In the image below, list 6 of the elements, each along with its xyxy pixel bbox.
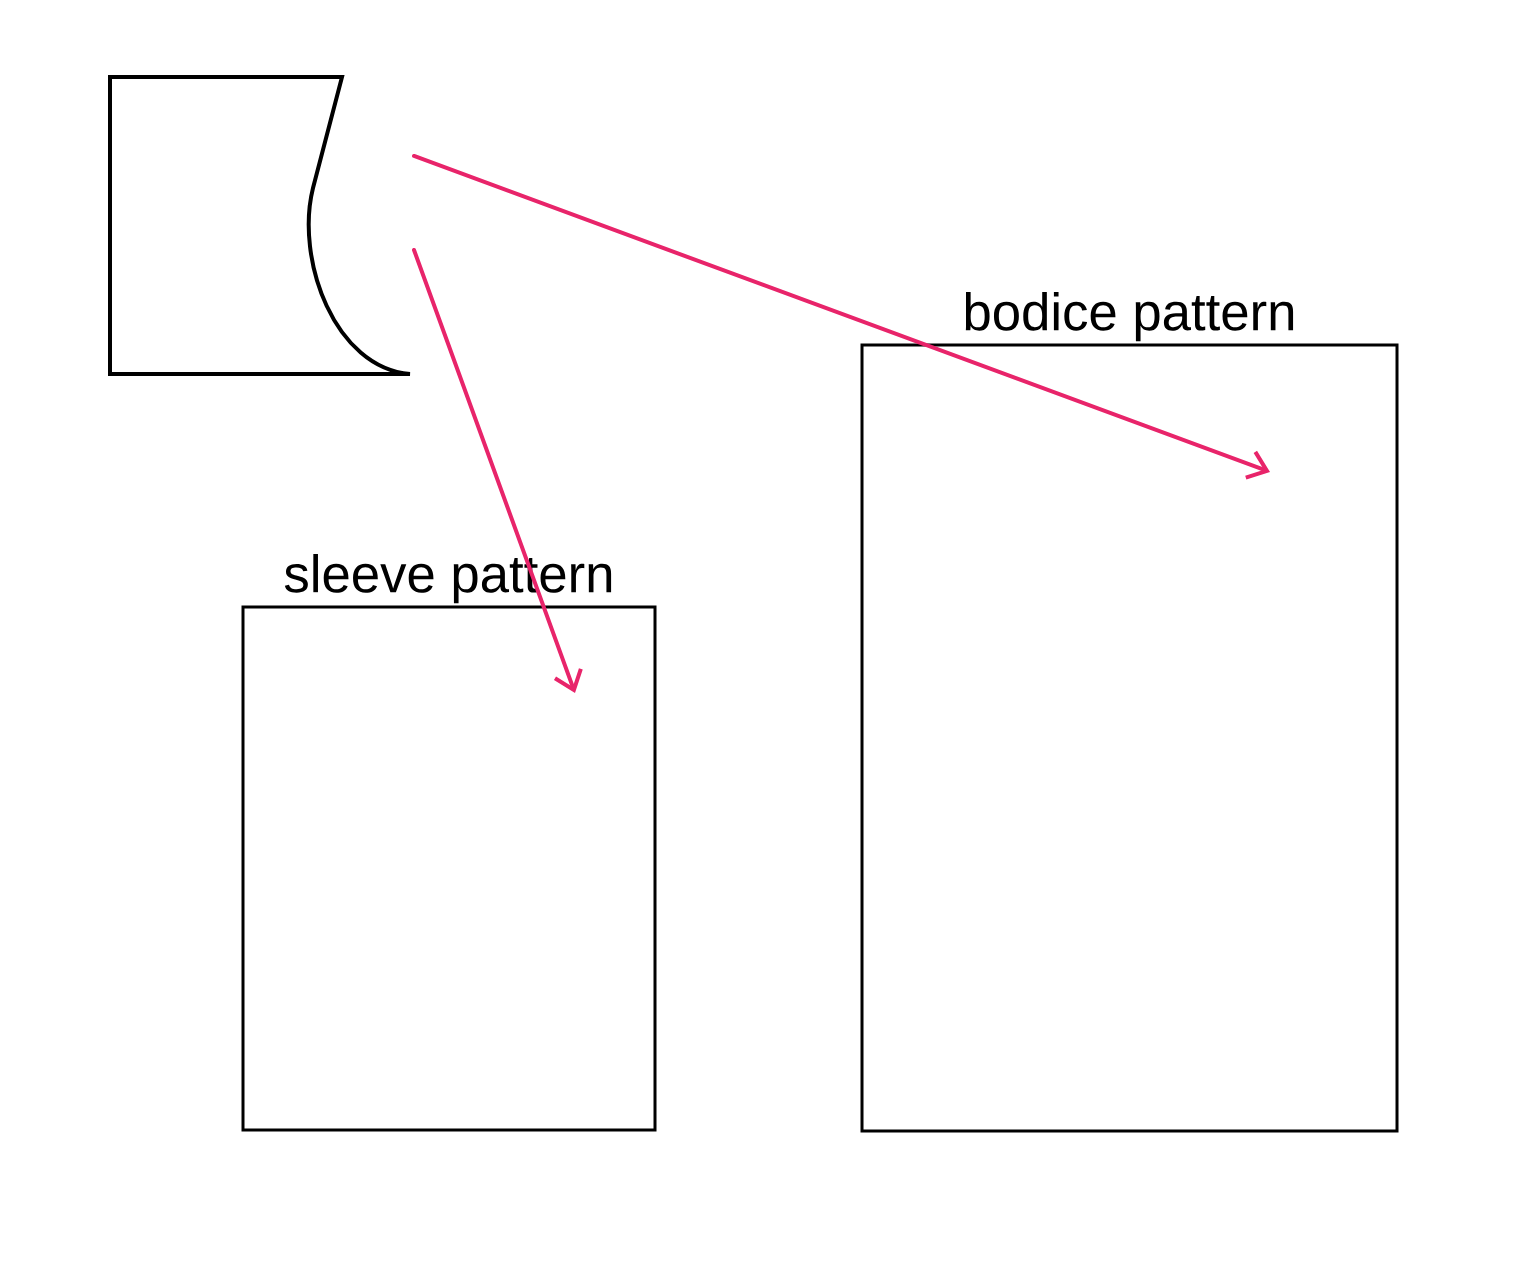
pattern-piece-drawing (108, 75, 412, 376)
arrow (412, 248, 583, 693)
arrow (412, 154, 1270, 480)
heading: bodice pattern (965, 292, 1294, 342)
pattern-box (860, 292, 1399, 1133)
pattern-box (241, 554, 657, 1132)
